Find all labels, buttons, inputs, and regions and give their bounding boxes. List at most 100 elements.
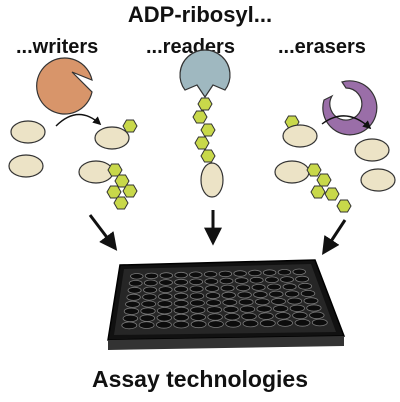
plate-well — [259, 319, 276, 328]
plate-well — [189, 285, 204, 293]
plate-well — [144, 272, 159, 280]
plate-well — [189, 271, 203, 278]
plate-well — [258, 312, 274, 320]
plate-well — [174, 285, 189, 293]
plate-well — [295, 275, 310, 283]
erasers-label: ...erasers — [278, 36, 366, 58]
substrate-protein-icon — [10, 120, 46, 144]
product-protein-icon — [354, 138, 390, 162]
plate-well — [241, 312, 257, 321]
plate-well — [239, 305, 256, 313]
plate-well — [205, 285, 220, 292]
diagram-title: ADP-ribosyl... — [127, 2, 273, 27]
plate-well — [174, 271, 188, 279]
plate-well — [125, 300, 140, 308]
down-arrow-icon — [88, 214, 118, 251]
adp-ribose-hex-icon — [122, 119, 138, 133]
plate-well — [237, 291, 252, 299]
plate-well — [206, 306, 222, 314]
plate-well — [273, 304, 289, 313]
plate-well — [158, 293, 173, 301]
plate-well — [251, 283, 266, 291]
plate-well — [173, 306, 189, 314]
plate-well — [289, 304, 305, 312]
plate-well — [220, 284, 235, 292]
reaction-arrow-icon — [321, 115, 372, 130]
modified-protein-icon — [274, 160, 310, 184]
plate-well — [159, 272, 174, 279]
plate-well — [224, 313, 240, 321]
plate-well — [219, 277, 234, 285]
adp-ribose-chain-icon — [306, 163, 352, 213]
plate-well — [173, 320, 190, 329]
plate-well — [127, 286, 142, 294]
plate-well — [282, 283, 297, 291]
plate-well — [267, 283, 282, 291]
plate-well — [204, 278, 219, 285]
plate-well — [225, 319, 242, 328]
plate-well — [287, 297, 303, 305]
plate-well — [262, 269, 277, 276]
modified-protein-icon — [282, 124, 318, 148]
plate-well — [280, 276, 294, 283]
plate-well — [300, 289, 316, 297]
plate-well — [238, 298, 254, 306]
plate-well — [190, 313, 206, 321]
substrate-protein-icon — [8, 154, 44, 178]
plate-well — [158, 286, 173, 294]
plate-well — [173, 292, 189, 300]
modified-protein-icon — [78, 160, 114, 184]
plate-well — [223, 305, 239, 314]
down-arrow-icon — [322, 219, 347, 256]
plate-well — [298, 282, 313, 290]
plate-well — [189, 299, 205, 307]
plate-well — [206, 299, 222, 307]
plate-well — [275, 312, 291, 320]
plate-well — [123, 307, 139, 315]
plate-well — [222, 298, 238, 306]
plate-well — [284, 290, 300, 298]
plate-well — [309, 311, 325, 319]
plate-well — [141, 300, 157, 308]
footer-caption: Assay technologies — [91, 366, 309, 392]
plate-well — [174, 278, 189, 286]
plate-well — [221, 291, 236, 299]
plate-well — [173, 313, 189, 322]
plate-well — [140, 307, 156, 315]
plate-well — [269, 290, 284, 298]
plate-well — [203, 271, 218, 278]
plate-well — [253, 291, 268, 299]
writer-enzyme-icon — [36, 57, 93, 115]
product-protein-icon — [360, 168, 396, 192]
plate-well — [138, 321, 155, 329]
plate-well — [256, 305, 272, 313]
plate-well — [311, 318, 328, 327]
adp-ribose-chain-icon — [106, 163, 138, 210]
plate-well — [159, 279, 173, 286]
plate-well — [189, 278, 204, 286]
plate-well — [218, 270, 233, 278]
plate-well — [143, 279, 158, 287]
plate-well — [121, 321, 138, 330]
plate-well — [189, 292, 205, 300]
plate-well — [130, 273, 144, 280]
plate-well — [294, 318, 311, 327]
plate-well — [205, 292, 221, 300]
plate-well — [122, 314, 139, 323]
plate-well — [303, 297, 319, 305]
plate-well — [277, 319, 294, 327]
plate-well — [292, 311, 308, 320]
plate-well — [142, 293, 157, 301]
plate-well — [190, 320, 207, 329]
plate-well — [156, 314, 173, 322]
writers-label: ...writers — [16, 36, 99, 58]
plate-well — [234, 277, 249, 284]
plate-well — [173, 299, 189, 307]
plate-well — [157, 307, 173, 315]
adp-ribose-chain-icon — [192, 97, 216, 163]
plate-well — [248, 269, 262, 277]
plate-well — [264, 276, 279, 284]
plate-well — [242, 319, 259, 328]
plate-well — [143, 286, 158, 294]
plate-well — [306, 304, 322, 312]
